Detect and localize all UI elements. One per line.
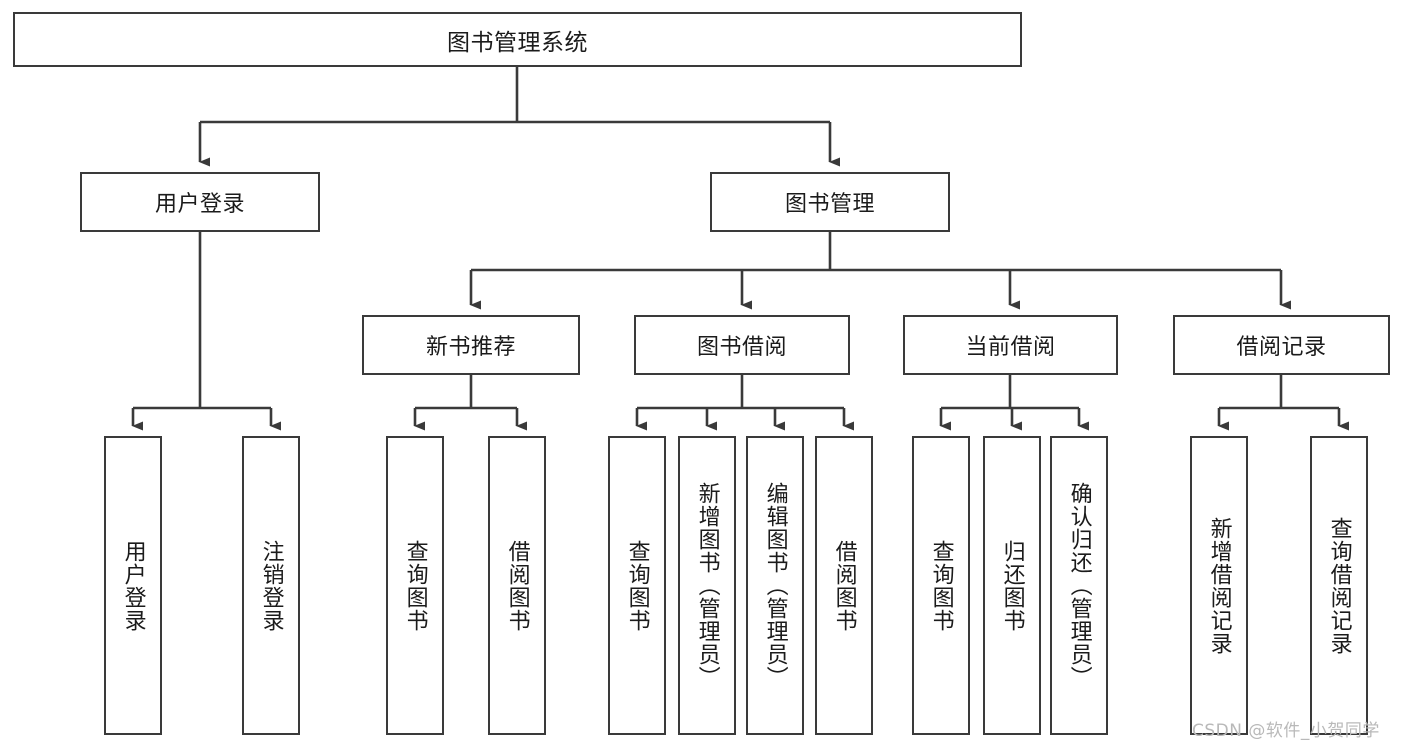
node-book-manage[interactable]: 图书管理	[710, 172, 950, 232]
node-label: 借阅记录	[1236, 335, 1327, 360]
node-label: 图书借阅	[696, 335, 787, 360]
node-book-borrow[interactable]: 图书借阅	[634, 315, 850, 375]
node-label: 用户登录	[154, 192, 245, 217]
node-leaf-query-book-current[interactable]: 查询图书	[912, 436, 970, 735]
node-leaf-confirm-return-admin[interactable]: 确认归还（管理员）	[1050, 436, 1108, 735]
node-current-borrow[interactable]: 当前借阅	[903, 315, 1118, 375]
node-leaf-query-borrow-record[interactable]: 查询借阅记录	[1310, 436, 1368, 735]
node-label: 用户登录	[120, 539, 146, 632]
node-label: 当前借阅	[965, 335, 1056, 360]
node-borrow-record[interactable]: 借阅记录	[1173, 315, 1390, 375]
node-leaf-borrow-book-rec[interactable]: 借阅图书	[488, 436, 546, 735]
node-label: 图书管理系统	[447, 29, 588, 56]
node-label: 确认归还（管理员）	[1066, 482, 1092, 689]
node-leaf-return-book[interactable]: 归还图书	[983, 436, 1041, 735]
node-new-book-recommend[interactable]: 新书推荐	[362, 315, 580, 375]
node-user-login[interactable]: 用户登录	[80, 172, 320, 232]
csdn-watermark: CSDN @软件_小贺同学	[1192, 716, 1380, 741]
node-leaf-query-book-rec[interactable]: 查询图书	[386, 436, 444, 735]
node-leaf-borrow-book[interactable]: 借阅图书	[815, 436, 873, 735]
node-leaf-add-borrow-record[interactable]: 新增借阅记录	[1190, 436, 1248, 735]
node-leaf-add-book-admin[interactable]: 新增图书（管理员）	[678, 436, 736, 735]
node-label: 新增图书（管理员）	[694, 482, 720, 689]
node-leaf-user-logout[interactable]: 注销登录	[242, 436, 300, 735]
node-label: 查询图书	[402, 539, 428, 632]
node-leaf-user-login[interactable]: 用户登录	[104, 436, 162, 735]
node-leaf-query-book-borrow[interactable]: 查询图书	[608, 436, 666, 735]
node-label: 编辑图书（管理员）	[762, 482, 788, 689]
node-label: 借阅图书	[504, 539, 530, 632]
node-label: 查询借阅记录	[1326, 516, 1352, 655]
node-label: 新书推荐	[425, 335, 516, 360]
node-label: 查询图书	[928, 539, 954, 632]
node-root-system[interactable]: 图书管理系统	[13, 12, 1022, 67]
node-label: 查询图书	[624, 539, 650, 632]
node-leaf-edit-book-admin[interactable]: 编辑图书（管理员）	[746, 436, 804, 735]
node-label: 借阅图书	[831, 539, 857, 632]
node-label: 注销登录	[258, 539, 284, 632]
node-label: 新增借阅记录	[1206, 516, 1232, 655]
watermark-text: CSDN @软件_小贺同学	[1192, 721, 1380, 741]
node-label: 归还图书	[999, 539, 1025, 632]
node-label: 图书管理	[784, 192, 875, 217]
